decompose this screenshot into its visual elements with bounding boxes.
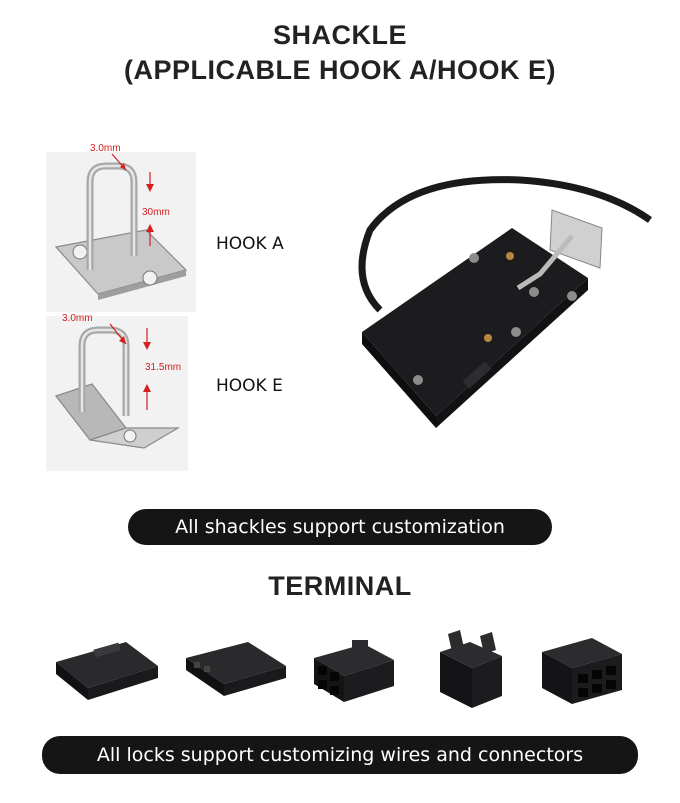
hook-a-label: HOOK A <box>216 234 284 254</box>
shackle-customization-banner: All shackles support customization <box>128 509 552 545</box>
connector-3-image <box>314 640 394 702</box>
connector-4-image <box>440 630 502 708</box>
hook-e-image <box>46 316 188 471</box>
hook-e-wire-arrow <box>109 323 127 345</box>
hook-e-height-dimension: 31.5mm <box>145 362 182 373</box>
terminal-customization-banner: All locks support customizing wires and … <box>42 736 638 774</box>
hook-a-height-arrow <box>146 172 154 246</box>
connector-5-image <box>542 638 622 704</box>
hook-e-height-arrow <box>143 328 151 410</box>
connector-2-image <box>186 642 286 696</box>
terminal-title: TERMINAL <box>268 571 412 601</box>
lock-image <box>358 176 653 428</box>
hook-a-wire-dimension: 3.0mm <box>90 143 121 154</box>
hook-e-label: HOOK E <box>216 376 283 396</box>
hook-e-wire-dimension: 3.0mm <box>62 313 93 324</box>
hook-a-wire-arrow <box>111 153 127 171</box>
connector-1-image <box>56 642 158 700</box>
shackle-subtitle: (APPLICABLE HOOK A/HOOK E) <box>123 55 556 85</box>
shackle-title: SHACKLE <box>272 20 407 50</box>
hook-a-image <box>46 152 196 312</box>
hook-a-height-dimension: 30mm <box>142 207 170 218</box>
